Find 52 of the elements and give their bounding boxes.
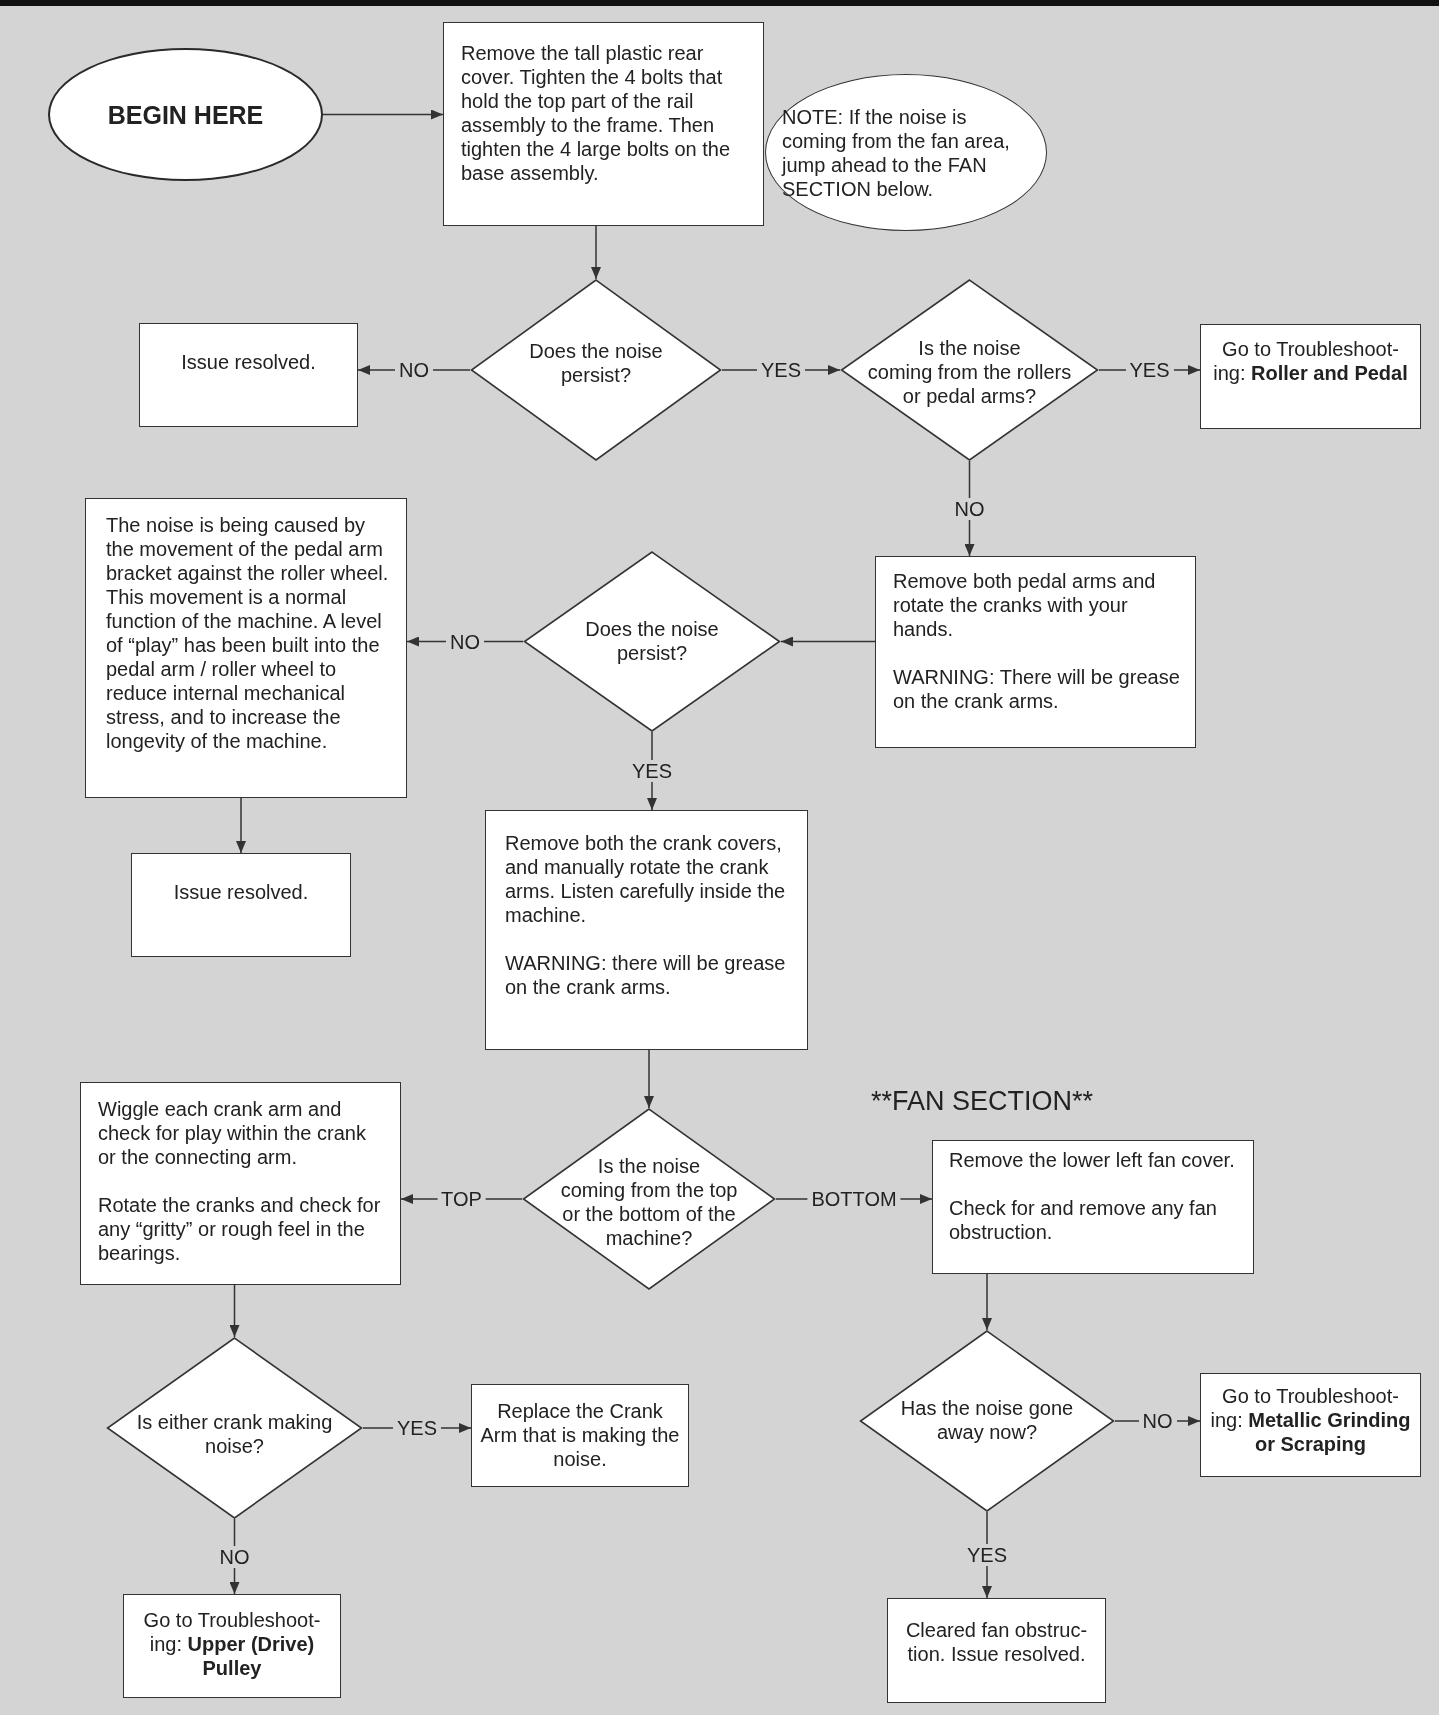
step-text: Remove both pedal arms and rotate the cranks with your hands. [893,570,1156,640]
step-text: The noise is being caused by the movement of the pedal arm bracket against the roller wheel. This movement is a normal function of the machine. A level of “play” has been built into the pedal arm / roller wheel to reduce internal mechanical stress, and to increase the longevity of the machine. [106,514,389,752]
step-text: Issue resolved. [173,881,309,903]
step-text: Check for and remove any fan obstruction. [949,1197,1217,1243]
question-text: Is the noise coming from the top or the bottom of the machine? [560,1155,738,1249]
process-box [471,1384,689,1487]
question-text: Does the noise persist? [529,340,663,386]
arrow [236,797,246,854]
question-text: Is the noise coming from the rollers or pedal arms? [867,337,1072,407]
decision-diamond [840,279,1099,461]
step-text: Go to Troubleshoot- ing: Roller and Pedal [1213,338,1408,384]
decision-diamond [106,1337,363,1519]
arrow [982,1273,992,1331]
process-box [887,1598,1106,1703]
arrow [644,1049,654,1109]
decision-diamond [523,551,781,732]
process-box [1200,1373,1421,1477]
step-text: Remove the tall plastic rear cover. Tighten the 4 bolts that hold the top part of the rail assembly to the frame. Then tighten the 4 large bolts on the base assembly. [461,42,731,184]
question-text: Does the noise persist? [585,618,719,664]
process-box [443,22,764,226]
process-box [1200,324,1421,429]
process-box [932,1140,1254,1274]
process-box [80,1082,401,1285]
step-text: Replace the Crank Arm that is making the noise. [480,1400,680,1470]
step-text: WARNING: There will be grease on the crank arms. [893,666,1180,712]
step-text: Go to Troubleshoot- ing: Metallic Grinding or Scraping [1210,1385,1411,1455]
step-text: Remove the lower left fan cover. [949,1149,1235,1171]
arrow [780,636,876,647]
step-text: WARNING: there will be grease on the crank arms. [505,952,786,998]
process-box [85,498,407,798]
process-box [875,556,1196,748]
decision-diamond [522,1108,776,1290]
process-box [131,853,351,957]
step-text: Wiggle each crank arm and check for play within the crank or the connecting arm. [98,1098,366,1168]
step-text: Remove both the crank covers, and manually rotate the crank arms. Listen carefully inside the machine. [505,832,786,926]
arrow [322,109,444,120]
section-heading: **FAN SECTION** [870,1085,1094,1117]
decision-diamond [859,1330,1115,1512]
process-box [139,323,358,427]
step-text: Issue resolved. [181,351,316,373]
question-text: Is either crank making noise? [136,1411,333,1457]
process-box [123,1594,341,1698]
start-label: BEGIN HERE [107,99,264,130]
step-text: Go to Troubleshoot- ing: Upper (Drive) Pulley [143,1609,321,1679]
arrow [591,225,601,280]
step-text: Rotate the cranks and check for any “gritty” or rough feel in the bearings. [98,1194,381,1264]
decision-diamond [470,279,722,461]
process-box [485,810,808,1050]
question-text: Has the noise gone away now? [900,1397,1074,1443]
note-text: NOTE: If the noise is coming from the fan area, jump ahead to the FAN SECTION below. [782,105,1010,200]
step-text: Cleared fan obstruc- tion. Issue resolved. [905,1619,1088,1665]
arrow [229,1284,240,1338]
